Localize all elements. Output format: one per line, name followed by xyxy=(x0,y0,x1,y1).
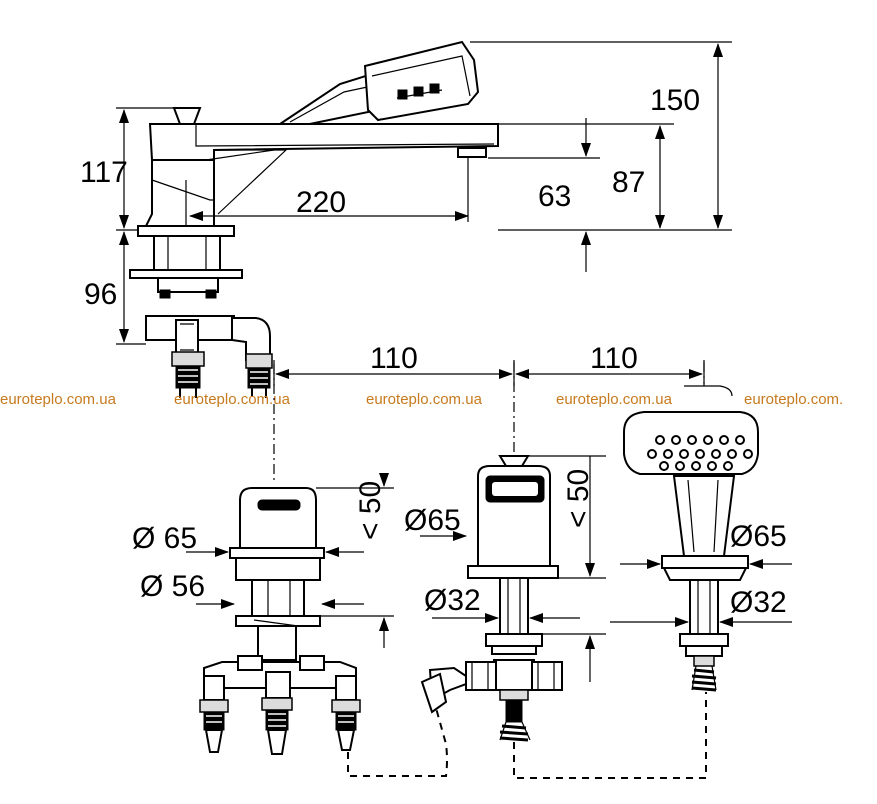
watermark-text: euroteplo.com.ua xyxy=(366,391,483,408)
top-dimension-lines xyxy=(116,41,732,345)
watermark-text: euroteplo.com. xyxy=(744,391,843,408)
diverter-valve xyxy=(420,455,563,742)
dim-label-220: 220 xyxy=(296,186,346,219)
connector-threads xyxy=(175,365,271,389)
dim-label-dia56: Ø 56 xyxy=(140,570,205,603)
deck-mounting-assembly xyxy=(129,225,273,398)
dim-label-max50-left: < 50 xyxy=(354,481,387,540)
dim-label-87: 87 xyxy=(612,166,645,199)
component-layout-view: 110 110 xyxy=(132,342,792,779)
hose-connection-diverter-shower xyxy=(513,692,707,779)
dim-label-spacing-left: 110 xyxy=(370,342,418,375)
watermark-text: euroteplo.com.ua xyxy=(0,391,117,408)
dim-label-dia32-right: Ø32 xyxy=(730,586,787,619)
dim-label-96: 96 xyxy=(84,278,117,311)
mixer-valve xyxy=(199,487,361,755)
mixer-connectors xyxy=(199,697,361,755)
hand-shower-holder xyxy=(623,385,759,692)
dim-label-max50-right: < 50 xyxy=(562,469,595,528)
dim-label-dia65-left: Ø 65 xyxy=(132,522,197,555)
dim-label-dia65-right: Ø65 xyxy=(730,520,787,553)
hose-connection-mixer-diverter xyxy=(347,707,448,777)
watermark-text: euroteplo.com.ua xyxy=(556,391,673,408)
watermark-row: euroteplo.com.ua euroteplo.com.ua eurote… xyxy=(0,391,843,408)
dim-label-117: 117 xyxy=(80,156,128,189)
watermark-text: euroteplo.com.ua xyxy=(174,391,291,408)
shower-spray-holes xyxy=(647,435,753,471)
dim-label-dia65-center: Ø65 xyxy=(404,504,461,537)
hand-shower-head xyxy=(277,40,480,128)
dim-label-150: 150 xyxy=(650,84,700,117)
dim-label-63: 63 xyxy=(538,180,571,213)
dim-label-spacing-right: 110 xyxy=(590,342,638,375)
side-elevation-view: 150 117 220 63 87 96 xyxy=(80,40,732,398)
dim-label-dia32-center: Ø32 xyxy=(424,584,481,617)
